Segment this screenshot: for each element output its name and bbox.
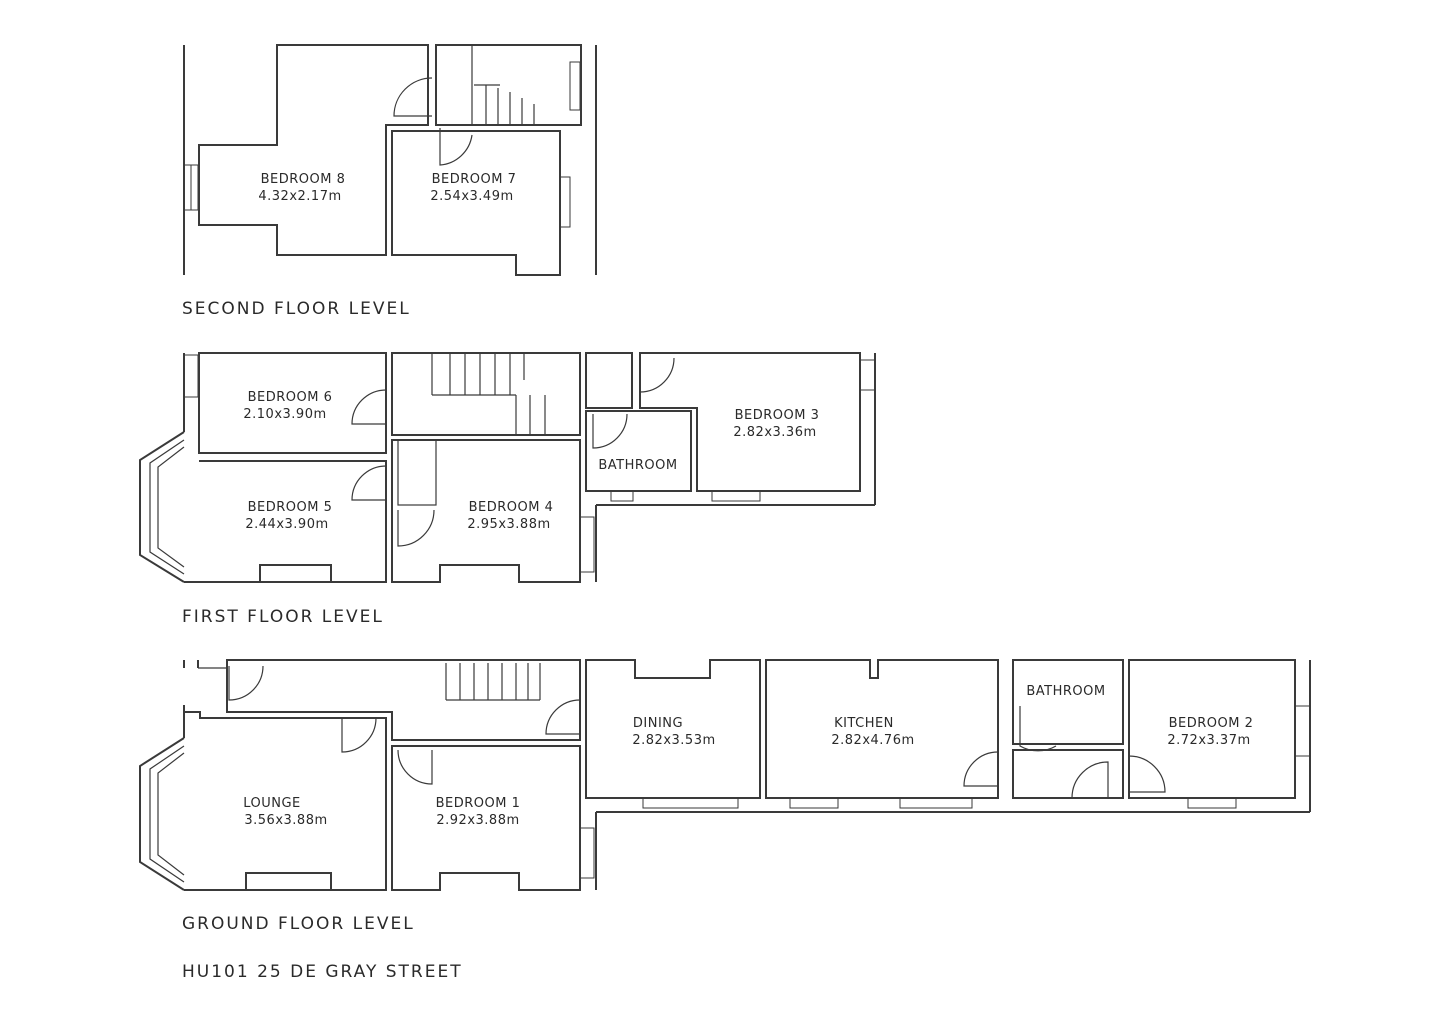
bedroom4-name: BEDROOM 4 (469, 500, 554, 515)
bedroom4-size: 2.95x3.88m (467, 517, 550, 532)
bedroom1-name: BEDROOM 1 (436, 796, 521, 811)
lounge-size: 3.56x3.88m (244, 813, 327, 828)
bedroom5-size: 2.44x3.90m (245, 517, 328, 532)
bedroom8-size: 4.32x2.17m (258, 189, 341, 204)
bedroom6-size: 2.10x3.90m (243, 407, 326, 422)
bedroom5-name: BEDROOM 5 (248, 500, 333, 515)
bedroom3-size: 2.82x3.36m (733, 425, 816, 440)
kitchen-size: 2.82x4.76m (831, 733, 914, 748)
bedroom1-size: 2.92x3.88m (436, 813, 519, 828)
bedroom7-size: 2.54x3.49m (430, 189, 513, 204)
second-floor-label: SECOND FLOOR LEVEL (182, 299, 411, 319)
bedroom6-name: BEDROOM 6 (248, 390, 333, 405)
first-floor-label: FIRST FLOOR LEVEL (182, 607, 384, 627)
bathroom-ground-name: BATHROOM (1026, 684, 1105, 699)
lounge-name: LOUNGE (243, 796, 301, 811)
first-floor-plan: BEDROOM 6 2.10x3.90m BEDROOM 5 2.44x3.90… (139, 352, 876, 583)
property-address: HU101 25 DE GRAY STREET (182, 962, 463, 982)
bedroom2-size: 2.72x3.37m (1167, 733, 1250, 748)
ground-floor-plan: LOUNGE 3.56x3.88m BEDROOM 1 2.92x3.88m D… (139, 659, 1311, 891)
dining-size: 2.82x3.53m (632, 733, 715, 748)
bedroom2-name: BEDROOM 2 (1169, 716, 1254, 731)
bathroom-first-name: BATHROOM (598, 458, 677, 473)
bedroom3-name: BEDROOM 3 (735, 408, 820, 423)
dining-name: DINING (633, 716, 683, 731)
second-floor-plan: BEDROOM 8 4.32x2.17m BEDROOM 7 2.54x3.49… (183, 44, 597, 276)
bedroom7-name: BEDROOM 7 (432, 172, 517, 187)
ground-floor-label: GROUND FLOOR LEVEL (182, 914, 415, 934)
bedroom8-name: BEDROOM 8 (261, 172, 346, 187)
kitchen-name: KITCHEN (834, 716, 894, 731)
